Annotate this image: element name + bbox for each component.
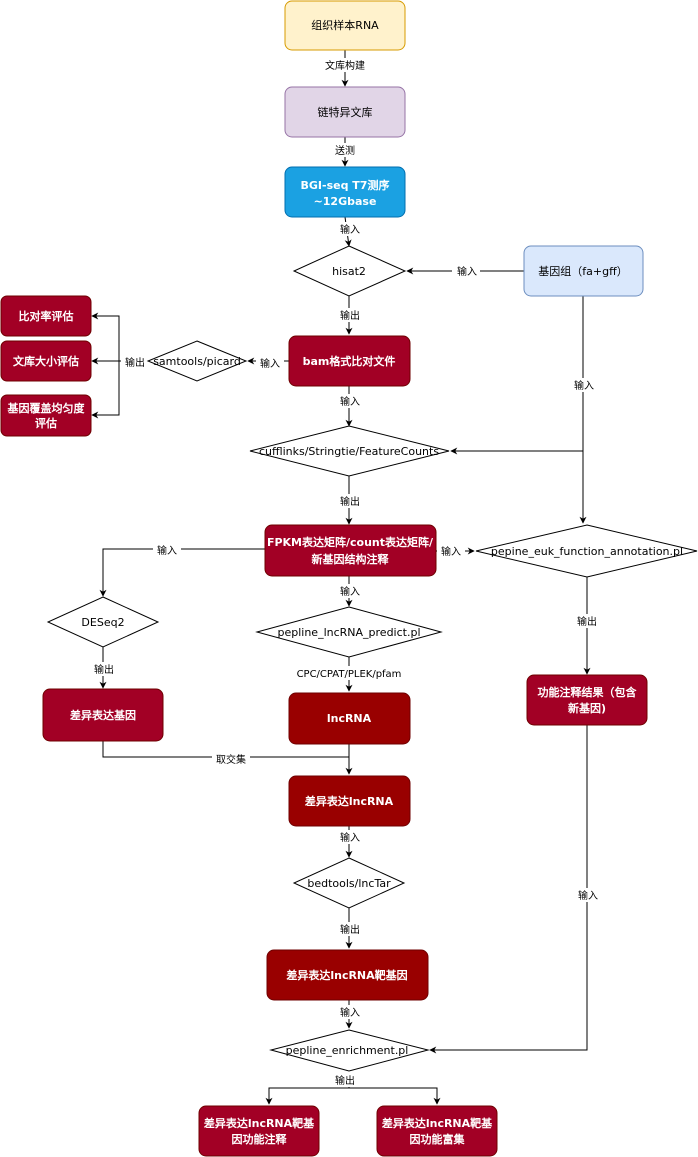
node-library-size-label: 文库大小评估 — [13, 354, 79, 368]
node-samtools: samtools/picard — [146, 340, 248, 382]
node-hisat2-label: hisat2 — [332, 265, 366, 278]
label-input-predict: 输入 — [340, 585, 360, 598]
node-deg-label: 差异表达基因 — [70, 708, 136, 722]
edge-samtools-to-eval-bracket — [92, 315, 148, 362]
node-bedtools: bedtools/lncTar — [292, 857, 406, 909]
node-bam-label: bam格式比对文件 — [303, 354, 396, 368]
node-annotation-result-line1: 功能注释结果（包含 — [538, 685, 638, 699]
node-tissue-rna-label: 组织样本RNA — [311, 18, 379, 32]
label-input-genome-down: 输入 — [574, 379, 594, 392]
label-tools: CPC/CPAT/PLEK/pfam — [297, 669, 402, 680]
label-output-annotation: 输出 — [577, 615, 597, 628]
node-coverage: 基因覆盖均匀度 评估 — [0, 394, 92, 437]
node-de-lncrna-target-label: 差异表达lncRNA靶基因 — [286, 968, 407, 982]
node-fpkm: FPKM表达矩阵/count表达矩阵/ 新基因结构注释 — [264, 524, 437, 577]
node-coverage-line1: 基因覆盖均匀度 — [7, 401, 86, 415]
node-func-annotation: 差异表达lncRNA靶基 因功能注释 — [198, 1105, 320, 1157]
node-genome: 基因组（fa+gff） — [523, 245, 644, 297]
label-input-cufflinks: 输入 — [340, 395, 360, 408]
node-enrichment: pepline_enrichment.pl — [269, 1029, 430, 1072]
node-hisat2: hisat2 — [292, 245, 407, 297]
label-send-test: 送测 — [335, 144, 355, 157]
node-genome-label: 基因组（fa+gff） — [538, 264, 627, 278]
node-tissue-rna: 组织样本RNA — [284, 0, 406, 51]
node-de-lncrna-label: 差异表达lncRNA — [305, 794, 394, 808]
node-func-enrichment: 差异表达lncRNA靶基 因功能富集 — [376, 1105, 498, 1157]
label-input-hisat2: 输入 — [340, 223, 360, 236]
edge-fpkm-to-deseq2 — [99, 548, 265, 597]
node-lncrna-predict: pepline_lncRNA_predict.pl — [255, 606, 443, 658]
label-input-enrichment: 输入 — [340, 1006, 360, 1019]
edge-result-to-enrichment — [429, 725, 588, 1054]
node-samtools-label: samtools/picard — [153, 355, 241, 368]
node-func-enrichment-line2: 因功能富集 — [410, 1132, 466, 1146]
label-input-samtools: 输入 — [260, 357, 280, 370]
node-pepine-annotation-label: pepine_euk_function_annotation.pl — [491, 545, 683, 558]
label-output-bedtools: 输出 — [340, 923, 360, 936]
label-output-hisat2: 输出 — [340, 309, 360, 322]
node-coverage-line2: 评估 — [35, 416, 57, 430]
label-output-samtools: 输出 — [125, 356, 145, 369]
node-deg: 差异表达基因 — [42, 688, 164, 742]
node-library-size: 文库大小评估 — [0, 340, 92, 382]
node-cufflinks-label: cufflinks/Stringtie/FeatureCounts — [259, 445, 439, 458]
label-input-deseq2: 输入 — [157, 544, 177, 557]
node-lncrna-label: lncRNA — [327, 712, 372, 725]
edge-to-coverage — [91, 361, 120, 419]
node-bam: bam格式比对文件 — [288, 335, 411, 387]
node-sequencing-line1: BGI-seq T7测序 — [301, 178, 390, 192]
edge-enrichment-split-right — [349, 1087, 441, 1105]
node-fpkm-line1: FPKM表达矩阵/count表达矩阵/ — [267, 535, 434, 549]
label-output-enrichment: 输出 — [335, 1074, 355, 1087]
node-deseq2: DESeq2 — [46, 596, 160, 648]
node-pepine-annotation: pepine_euk_function_annotation.pl — [475, 524, 698, 578]
node-deseq2-label: DESeq2 — [81, 616, 124, 629]
node-func-annotation-line1: 差异表达lncRNA靶基 — [204, 1116, 315, 1130]
node-sequencing-line2: ~12Gbase — [314, 195, 377, 208]
node-func-annotation-line2: 因功能注释 — [232, 1132, 288, 1146]
node-strand-library: 链特异文库 — [284, 86, 406, 138]
label-output-cufflinks: 输出 — [340, 495, 360, 508]
node-strand-library-label: 链特异文库 — [318, 105, 373, 119]
node-enrichment-label: pepline_enrichment.pl — [286, 1044, 409, 1057]
node-lncrna: lncRNA — [288, 692, 411, 745]
node-func-enrichment-line1: 差异表达lncRNA靶基 — [382, 1116, 493, 1130]
label-output-deseq2: 输出 — [94, 663, 114, 676]
node-de-lncrna-target: 差异表达lncRNA靶基因 — [266, 949, 429, 1001]
node-annotation-result: 功能注释结果（包含 新基因) — [526, 674, 648, 726]
edge-labels: 文库构建 送测 输入 输入 输出 输入 输出 输入 输入 输出 输入 输入 输入… — [89, 58, 602, 1087]
label-input-result: 输入 — [578, 889, 598, 902]
node-annotation-result-line2: 新基因) — [568, 701, 606, 715]
label-intersect: 取交集 — [216, 753, 246, 766]
node-fpkm-line2: 新基因结构注释 — [312, 552, 390, 566]
node-cufflinks: cufflinks/Stringtie/FeatureCounts — [249, 425, 450, 477]
edge-deg-to-intersect — [102, 741, 349, 758]
node-de-lncrna: 差异表达lncRNA — [288, 775, 411, 827]
node-mapping-rate: 比对率评估 — [0, 295, 92, 337]
label-library-build: 文库构建 — [325, 59, 365, 72]
node-sequencing: BGI-seq T7测序 ~12Gbase — [284, 166, 406, 218]
node-mapping-rate-label: 比对率评估 — [19, 309, 74, 323]
label-input-genome: 输入 — [457, 265, 477, 278]
node-lncrna-predict-label: pepline_lncRNA_predict.pl — [277, 626, 420, 639]
node-bedtools-label: bedtools/lncTar — [307, 877, 391, 890]
label-input-bedtools: 输入 — [340, 831, 360, 844]
label-input-annotation: 输入 — [441, 545, 461, 558]
